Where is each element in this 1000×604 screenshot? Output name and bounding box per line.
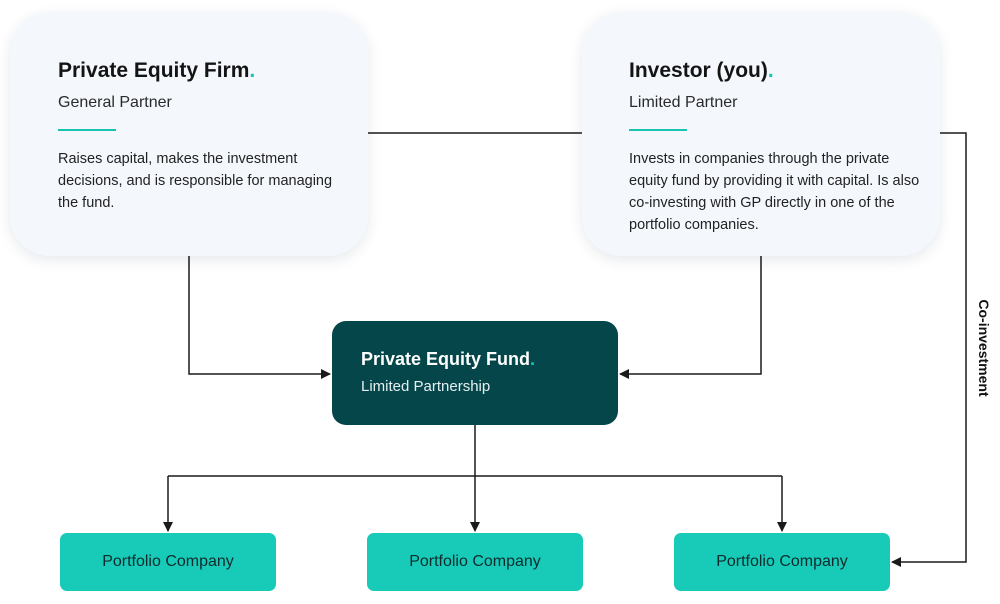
portfolio-company-label: Portfolio Company <box>716 553 848 570</box>
fund-subtitle: Limited Partnership <box>361 378 491 395</box>
lp-to-fund-arrow <box>619 256 762 379</box>
general-partner-title: Private Equity Firm. <box>58 59 255 83</box>
general-partner-title-text: Private Equity Firm <box>58 59 250 82</box>
accent-dot: . <box>530 349 536 369</box>
limited-partner-card: Investor (you). Limited Partner Invests … <box>582 12 940 256</box>
fund-title-text: Private Equity Fund <box>361 349 531 369</box>
portfolio-company-2: Portfolio Company <box>367 533 583 591</box>
accent-dot: . <box>767 59 774 82</box>
coinvestment-arrow <box>891 132 967 567</box>
general-partner-subtitle: General Partner <box>58 94 172 111</box>
general-partner-description: Raises capital, makes the investment dec… <box>58 151 333 211</box>
portfolio-company-label: Portfolio Company <box>409 553 541 570</box>
portfolio-company-3: Portfolio Company <box>674 533 890 591</box>
fund-title: Private Equity Fund. <box>361 349 535 370</box>
general-partner-card: Private Equity Firm. General Partner Rai… <box>10 12 368 256</box>
accent-divider <box>629 129 687 131</box>
private-equity-fund-box: Private Equity Fund. Limited Partnership <box>332 321 618 425</box>
coinvestment-label: Co-investment <box>976 299 992 397</box>
accent-dot: . <box>249 59 256 82</box>
gp-to-fund-arrow <box>188 256 331 379</box>
limited-partner-title: Investor (you). <box>629 59 774 83</box>
portfolio-company-label: Portfolio Company <box>102 553 234 570</box>
limited-partner-title-text: Investor (you) <box>629 59 768 82</box>
limited-partner-description: Invests in companies through the private… <box>629 151 920 233</box>
portfolio-company-1: Portfolio Company <box>60 533 276 591</box>
accent-divider <box>58 129 116 131</box>
limited-partner-subtitle: Limited Partner <box>629 94 738 111</box>
